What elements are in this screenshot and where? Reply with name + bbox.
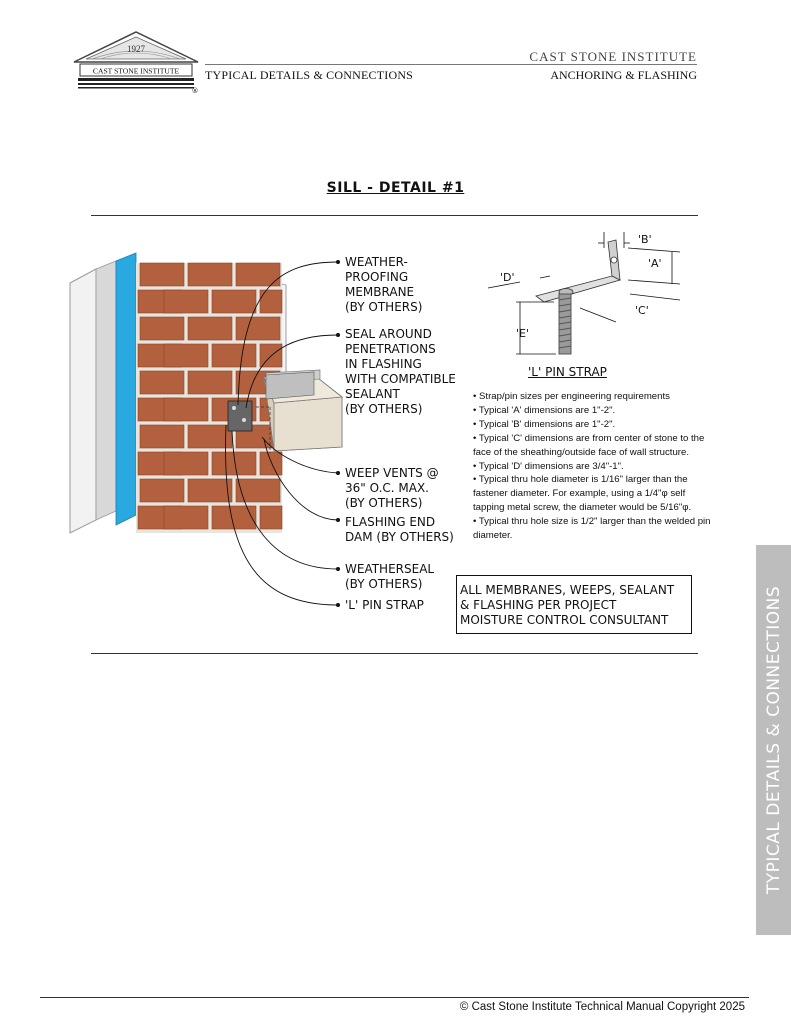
footer-divider xyxy=(40,997,749,998)
strap-label-a: 'A' xyxy=(648,257,662,270)
note-item: • Typical 'B' dimensions are 1"-2". xyxy=(473,418,616,430)
brick xyxy=(139,478,185,503)
callout-seal-penetrations: SEAL AROUND PENETRATIONS IN FLASHING WIT… xyxy=(345,327,456,416)
brick xyxy=(163,397,209,422)
brick xyxy=(187,316,233,341)
callout-weatherseal: WEATHERSEAL (BY OTHERS) xyxy=(345,562,435,591)
brick xyxy=(259,505,283,530)
brick xyxy=(163,289,209,314)
callout-weatherproofing-membrane: WEATHER- PROOFING MEMBRANE (BY OTHERS) xyxy=(345,255,423,314)
note-item: • Typical 'A' dimensions are 1"-2". xyxy=(473,404,616,416)
brick xyxy=(259,451,283,476)
note-item: • Typical 'C' dimensions are from center… xyxy=(473,432,705,458)
brick xyxy=(163,505,209,530)
note-item: • Strap/pin sizes per engineering requir… xyxy=(473,391,670,402)
sill-detail-illustration xyxy=(66,225,466,625)
brick xyxy=(139,316,185,341)
brick xyxy=(139,262,185,287)
cast-stone-institute-logo: 1927 CAST STONE INSTITUTE ® xyxy=(70,28,202,95)
brick xyxy=(235,262,281,287)
strap-notes: • Strap/pin sizes per engineering requir… xyxy=(473,390,715,543)
brick xyxy=(235,478,281,503)
brick xyxy=(163,343,209,368)
brick xyxy=(139,370,185,395)
brick xyxy=(259,289,283,314)
org-name: CAST STONE INSTITUTE xyxy=(529,49,697,64)
header-divider xyxy=(205,64,697,65)
strap-label-d: 'D' xyxy=(500,271,515,284)
brick xyxy=(187,262,233,287)
chapter-title: ANCHORING & FLASHING xyxy=(550,68,697,82)
brick xyxy=(211,343,257,368)
brick xyxy=(163,451,209,476)
copyright-footer: © Cast Stone Institute Technical Manual … xyxy=(459,1001,745,1013)
strap-label-c: 'C' xyxy=(635,304,649,317)
section-title: TYPICAL DETAILS & CONNECTIONS xyxy=(205,68,414,82)
detail-bottom-rule xyxy=(91,653,698,654)
strap-label-b: 'B' xyxy=(638,233,652,246)
side-section-tab[interactable]: TYPICAL DETAILS & CONNECTIONS xyxy=(756,545,791,935)
detail-title: SILL - DETAIL #1 xyxy=(326,180,465,196)
brick-wall xyxy=(136,262,283,533)
brick xyxy=(187,370,233,395)
callout-flashing-end-dam: FLASHING END DAM (BY OTHERS) xyxy=(345,515,454,544)
logo-registered-mark: ® xyxy=(192,87,199,94)
brick xyxy=(211,505,257,530)
logo-year: 1927 xyxy=(127,44,146,54)
strap-label-e: 'E' xyxy=(516,327,529,340)
strap-caption: 'L' PIN STRAP xyxy=(528,365,607,379)
callout-l-pin-strap: 'L' PIN STRAP xyxy=(345,598,424,612)
brick xyxy=(235,316,281,341)
brick xyxy=(139,424,185,449)
note-item: • Typical 'D' dimensions are 3/4"-1". xyxy=(473,460,624,472)
note-item: • Typical thru hole diameter is 1/16" la… xyxy=(473,474,692,514)
note-item: • Typical thru hole size is 1/2" larger … xyxy=(473,516,711,542)
consultant-note-box: ALL MEMBRANES, WEEPS, SEALANT & FLASHING… xyxy=(456,575,692,634)
detail-top-rule xyxy=(91,215,698,216)
side-tab-label: TYPICAL DETAILS & CONNECTIONS xyxy=(763,585,784,895)
brick xyxy=(211,289,257,314)
l-pin-strap-diagram: 'B' 'A' 'D' 'C' 'E' xyxy=(480,228,700,378)
callout-weep-vents: WEEP VENTS @ 36" O.C. MAX. (BY OTHERS) xyxy=(345,466,439,510)
logo-name: CAST STONE INSTITUTE xyxy=(93,67,180,76)
brick xyxy=(187,478,233,503)
